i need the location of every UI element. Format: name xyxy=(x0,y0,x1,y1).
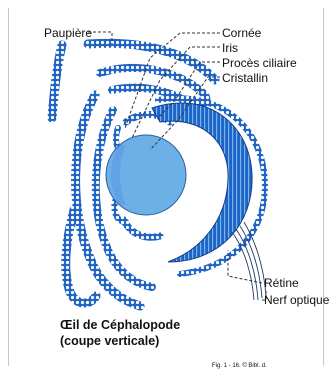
label-cristallin: Cristallin xyxy=(222,71,268,85)
label-proces-ciliaire: Procès ciliaire xyxy=(222,56,297,70)
label-paupiere: Paupière xyxy=(44,26,92,40)
label-retine: Rétine xyxy=(264,276,299,290)
caption-subtitle: (coupe verticale) xyxy=(60,334,159,348)
label-nerf-optique: Nerf optique xyxy=(264,293,329,307)
figure-credit: Fig. 1 - 16. © Bibl. d. xyxy=(212,363,267,370)
ciliary-lower xyxy=(124,220,160,237)
eyelid-outer-band xyxy=(52,45,62,118)
caption-title: Œil de Céphalopode xyxy=(60,318,180,332)
label-cornee: Cornée xyxy=(222,26,261,40)
label-iris: Iris xyxy=(222,41,238,55)
